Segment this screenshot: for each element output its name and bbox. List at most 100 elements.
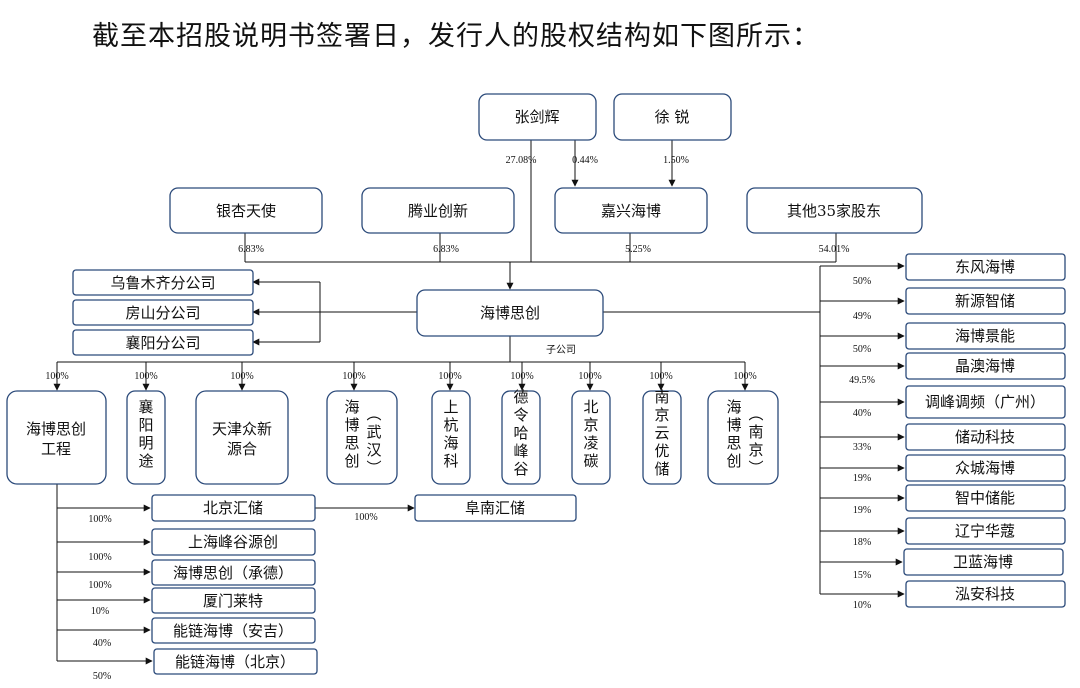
node-nenglian-anji: 能链海博（安吉）: [151, 617, 316, 644]
node-label: 泓安科技: [955, 585, 1015, 603]
pct-eng-2: 100%: [88, 580, 111, 591]
node-tianjin-zhongxin: 天津众新源合: [195, 390, 289, 485]
pct-inv-4: 40%: [853, 408, 871, 419]
node-label: 海博景能: [955, 327, 1015, 345]
pct-sub-7: 100%: [649, 371, 672, 382]
pct-sub-1: 100%: [134, 371, 157, 382]
node-label: 能链海博（北京）: [175, 653, 295, 671]
node-label: 上海峰谷源创: [188, 533, 278, 551]
node-xu-rui: 徐 锐: [613, 93, 732, 141]
pct-zhang-direct: 27.08%: [506, 155, 537, 166]
node-label: 众城海博: [955, 459, 1015, 477]
pct-sub-3: 100%: [342, 371, 365, 382]
node-label: 天津众新源合: [212, 420, 272, 458]
node-zhongcheng-haibo: 众城海博: [905, 454, 1066, 482]
pct-eng-0: 100%: [88, 514, 111, 525]
node-hongan-keji: 泓安科技: [905, 580, 1066, 608]
pct-sub-2: 100%: [230, 371, 253, 382]
pct-sub-6: 100%: [578, 371, 601, 382]
node-jingao-haibo: 晶澳海博: [905, 352, 1066, 380]
node-haibo-jingneng: 海博景能: [905, 322, 1066, 350]
node-label: 腾业创新: [408, 202, 468, 220]
node-label: 东风海博: [955, 258, 1015, 276]
node-label: 海博思创工程: [26, 420, 86, 458]
node-label: 海博思创︵武汉︶: [344, 398, 381, 477]
node-beijing-huichu: 北京汇储: [151, 494, 316, 522]
node-branch-fangshan: 房山分公司: [72, 299, 254, 326]
node-label: 银杏天使: [216, 202, 276, 220]
pct-inv-7: 19%: [853, 505, 871, 516]
node-branch-xiangyang: 襄阳分公司: [72, 329, 254, 356]
node-label: 乌鲁木齐分公司: [110, 274, 215, 292]
node-label: 其他35家股东: [787, 202, 881, 220]
node-label: 襄阳明途: [138, 398, 153, 470]
pct-funan: 100%: [354, 512, 377, 523]
pct-others: 54.01%: [819, 244, 850, 255]
node-beijing-lingtan: 北京凌碳: [571, 390, 611, 485]
pct-sub-8: 100%: [733, 371, 756, 382]
node-branch-urumqi: 乌鲁木齐分公司: [72, 269, 254, 296]
node-label: 卫蓝海博: [953, 553, 1013, 571]
node-xiangyang-mingtu: 襄阳明途: [126, 390, 166, 485]
node-jiaxing-haibo: 嘉兴海博: [554, 187, 708, 234]
node-nenglian-beijing: 能链海博（北京）: [153, 648, 318, 675]
node-weilan-haibo: 卫蓝海博: [903, 548, 1064, 576]
page-heading: 截至本招股说明书签署日，发行人的股权结构如下图所示：: [92, 21, 820, 52]
node-tengye-chuangxin: 腾业创新: [361, 187, 515, 234]
node-label: 厦门莱特: [203, 592, 263, 610]
pct-sub-5: 100%: [510, 371, 533, 382]
node-shanghai-fenggu: 上海峰谷源创: [151, 528, 316, 556]
pct-xu-jiaxing: 1.50%: [663, 155, 689, 166]
pct-sub-4: 100%: [438, 371, 461, 382]
node-label: 能链海博（安吉）: [173, 622, 293, 640]
node-label: 南京云优储: [654, 388, 669, 478]
pct-inv-3: 49.5%: [849, 375, 875, 386]
pct-inv-8: 18%: [853, 537, 871, 548]
pct-zhang-jiaxing: 0.44%: [572, 155, 598, 166]
pct-yinxing: 6.83%: [238, 244, 264, 255]
pct-inv-5: 33%: [853, 442, 871, 453]
pct-tengye: 6.83%: [433, 244, 459, 255]
pct-inv-9: 15%: [853, 570, 871, 581]
node-chudong-keji: 储动科技: [905, 423, 1066, 451]
node-tiaofeng-guangzhou: 调峰调频（广州）: [905, 385, 1066, 419]
node-label: 襄阳分公司: [125, 334, 200, 352]
node-liaoning-huakou: 辽宁华蔻: [905, 517, 1066, 545]
node-haibo-nanjing: 海博思创︵南京︶: [707, 390, 779, 485]
pct-eng-5: 50%: [93, 671, 111, 682]
subsidiary-percentages: 100% 100% 100% 100% 100% 100% 100% 100% …: [45, 371, 756, 382]
node-label: 德令哈峰谷: [513, 388, 528, 478]
node-label: 张剑辉: [514, 108, 559, 126]
node-label: 海博思创（承德）: [173, 564, 293, 582]
node-label: 辽宁华蔻: [955, 522, 1015, 540]
node-delingha-fenggu: 德令哈峰谷: [501, 388, 541, 485]
pct-inv-2: 50%: [853, 344, 871, 355]
node-label: 海博思创: [480, 304, 540, 322]
node-xinyuan-zhichu: 新源智储: [905, 287, 1066, 315]
node-label: 北京凌碳: [583, 398, 598, 470]
node-dongfeng-haibo: 东风海博: [905, 253, 1066, 281]
node-nanjing-yunyouchu: 南京云优储: [642, 388, 682, 485]
node-label: 智中储能: [955, 489, 1015, 507]
node-zhang-jianhui: 张剑辉: [478, 93, 597, 141]
pct-eng-4: 40%: [93, 638, 111, 649]
node-funan-huichu: 阜南汇储: [414, 494, 577, 522]
pct-sub-0: 100%: [45, 371, 68, 382]
node-haibo-sichuang: 海博思创: [416, 289, 604, 337]
pct-eng-3: 10%: [91, 606, 109, 617]
pct-inv-0: 50%: [853, 276, 871, 287]
node-haibo-chengde: 海博思创（承德）: [151, 559, 316, 586]
node-label: 储动科技: [955, 428, 1015, 446]
node-label: 调峰调频（广州）: [925, 393, 1045, 411]
pct-inv-10: 10%: [853, 600, 871, 611]
node-haibo-engineering: 海博思创工程: [6, 390, 107, 485]
node-zhizhong-chuneng: 智中储能: [905, 484, 1066, 512]
pct-jiaxing: 5.25%: [625, 244, 651, 255]
pct-inv-6: 19%: [853, 473, 871, 484]
node-label: 徐 锐: [655, 108, 690, 126]
node-label: 房山分公司: [125, 304, 200, 322]
node-label: 嘉兴海博: [601, 202, 661, 220]
node-label: 新源智储: [955, 292, 1015, 310]
node-haibo-wuhan: 海博思创︵武汉︶: [326, 390, 398, 485]
